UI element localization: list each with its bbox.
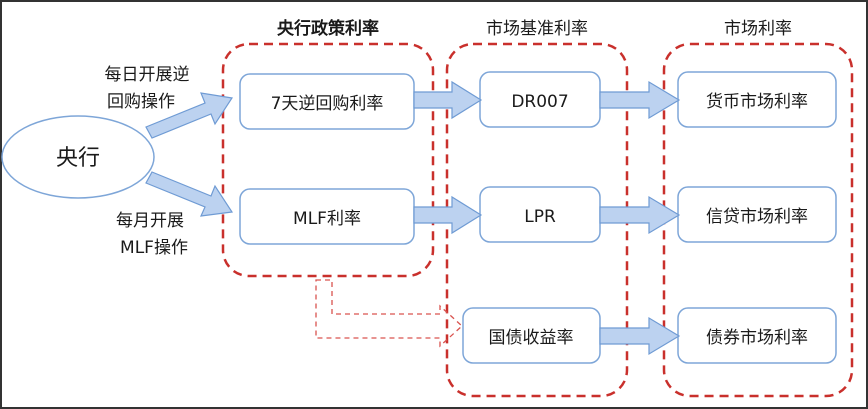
operation-monthly-line2: MLF操作 (120, 238, 188, 258)
operation-daily-line1: 每日开展逆 (105, 65, 190, 85)
dashed-arrow-policy-to-treasury (315, 279, 463, 348)
source-label: 央行 (56, 146, 100, 171)
group-benchmark-title: 市场基准利率 (486, 19, 588, 39)
arrow-lpr-to-credit-market (599, 195, 681, 235)
arrow-source-to-mlf (145, 171, 234, 217)
group-policy-title: 央行政策利率 (277, 18, 379, 39)
node-credit-market-label: 信贷市场利率 (706, 207, 808, 227)
arrow-reverse-repo-to-dr007 (413, 80, 483, 120)
group-policy-box (221, 42, 435, 278)
node-money-market-label: 货币市场利率 (706, 92, 808, 112)
group-market-title: 市场利率 (724, 19, 792, 39)
arrow-treasury-to-bond-market (599, 316, 681, 356)
operation-daily-line2: 回购操作 (107, 92, 175, 112)
arrow-source-to-reverse-repo (145, 92, 234, 139)
node-mlf-label: MLF利率 (293, 209, 361, 229)
operation-monthly-line1: 每月开展 (116, 211, 184, 231)
node-treasury-label: 国债收益率 (489, 328, 574, 348)
arrow-dr007-to-money-market (599, 80, 681, 120)
node-lpr-label: LPR (524, 207, 556, 227)
node-bond-market-label: 债券市场利率 (706, 328, 808, 348)
node-reverse-repo-label: 7天逆回购利率 (271, 94, 384, 114)
source-ellipse (1, 115, 155, 199)
node-dr007-label: DR007 (511, 92, 568, 112)
arrow-mlf-to-lpr (413, 195, 483, 235)
